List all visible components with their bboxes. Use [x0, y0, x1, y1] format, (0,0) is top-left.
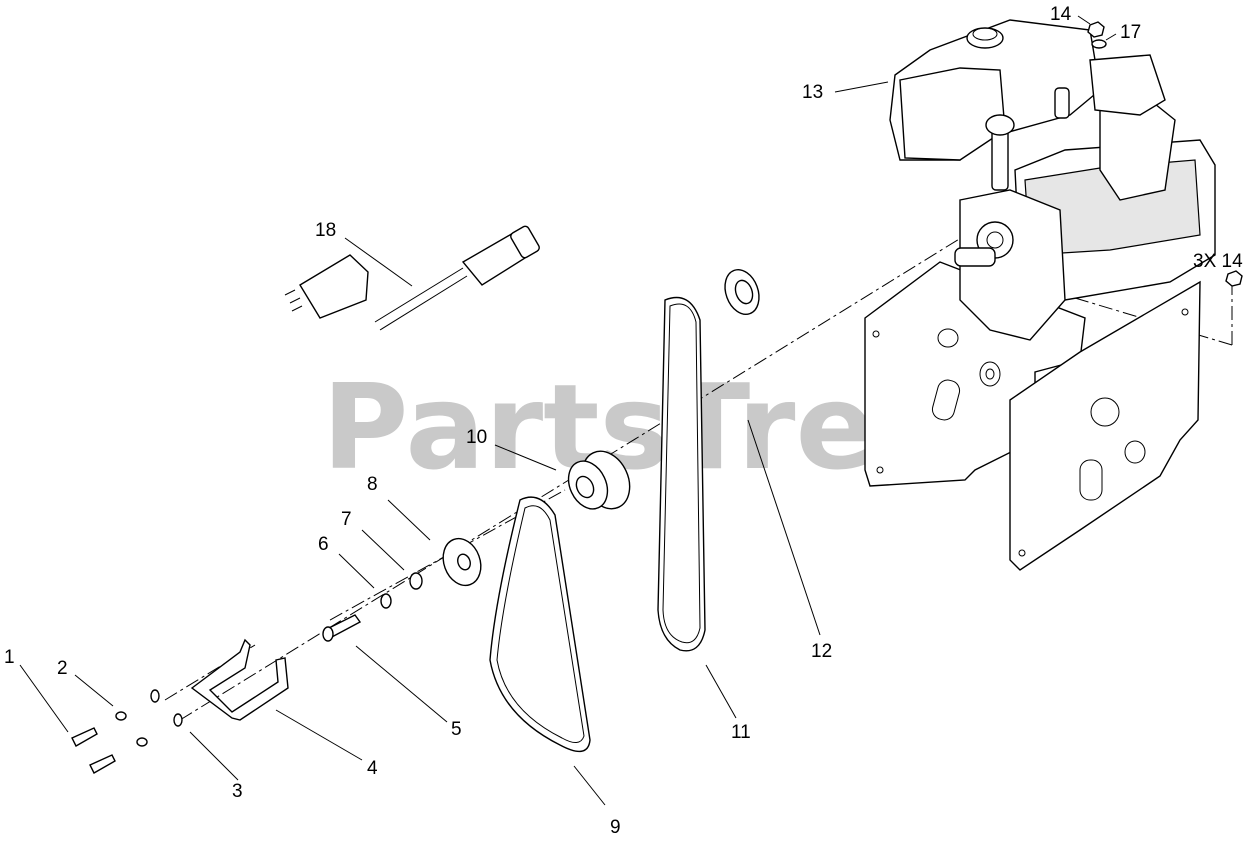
bolts-1 — [71, 727, 116, 774]
callout-14-top: 14 — [1050, 4, 1072, 25]
callout-1: 1 — [4, 647, 15, 668]
callout-3: 3 — [232, 781, 243, 802]
callout-12: 12 — [811, 641, 832, 662]
pin-5 — [322, 614, 362, 642]
washer-3a — [173, 713, 183, 727]
bracket-4 — [190, 638, 289, 721]
pulley-12 — [724, 269, 760, 315]
callout-17: 17 — [1120, 22, 1141, 43]
watermark: PartsTree — [322, 358, 956, 496]
belt-11 — [657, 296, 706, 652]
callout-6: 6 — [318, 534, 329, 555]
engine — [889, 19, 1216, 341]
callout-5: 5 — [451, 719, 462, 740]
callout-labels: 1 2 3 4 5 6 7 8 9 10 11 12 13 14 17 18 3… — [4, 4, 1243, 838]
top-nut-washer — [1087, 21, 1107, 49]
washer-7 — [409, 572, 423, 590]
washer-6 — [380, 593, 392, 609]
pulley-8 — [442, 537, 482, 587]
extension-cord — [284, 225, 540, 331]
washer-2a — [150, 689, 160, 703]
callout-2: 2 — [57, 658, 68, 679]
lockwasher-2 — [115, 711, 127, 721]
callout-8: 8 — [367, 474, 378, 495]
callout-10: 10 — [466, 427, 487, 448]
callout-4: 4 — [367, 758, 378, 779]
belt-9 — [489, 496, 591, 753]
callout-3x-14: 3X 14 — [1193, 251, 1243, 272]
leader-lines — [19, 15, 1117, 806]
callout-13: 13 — [802, 82, 823, 103]
pulley-10 — [567, 450, 631, 510]
right-nut — [1225, 270, 1243, 287]
lockwasher-3 — [136, 737, 148, 747]
callout-7: 7 — [341, 509, 352, 530]
callout-18: 18 — [315, 220, 336, 241]
callout-11: 11 — [731, 722, 751, 743]
callout-9: 9 — [610, 817, 621, 838]
